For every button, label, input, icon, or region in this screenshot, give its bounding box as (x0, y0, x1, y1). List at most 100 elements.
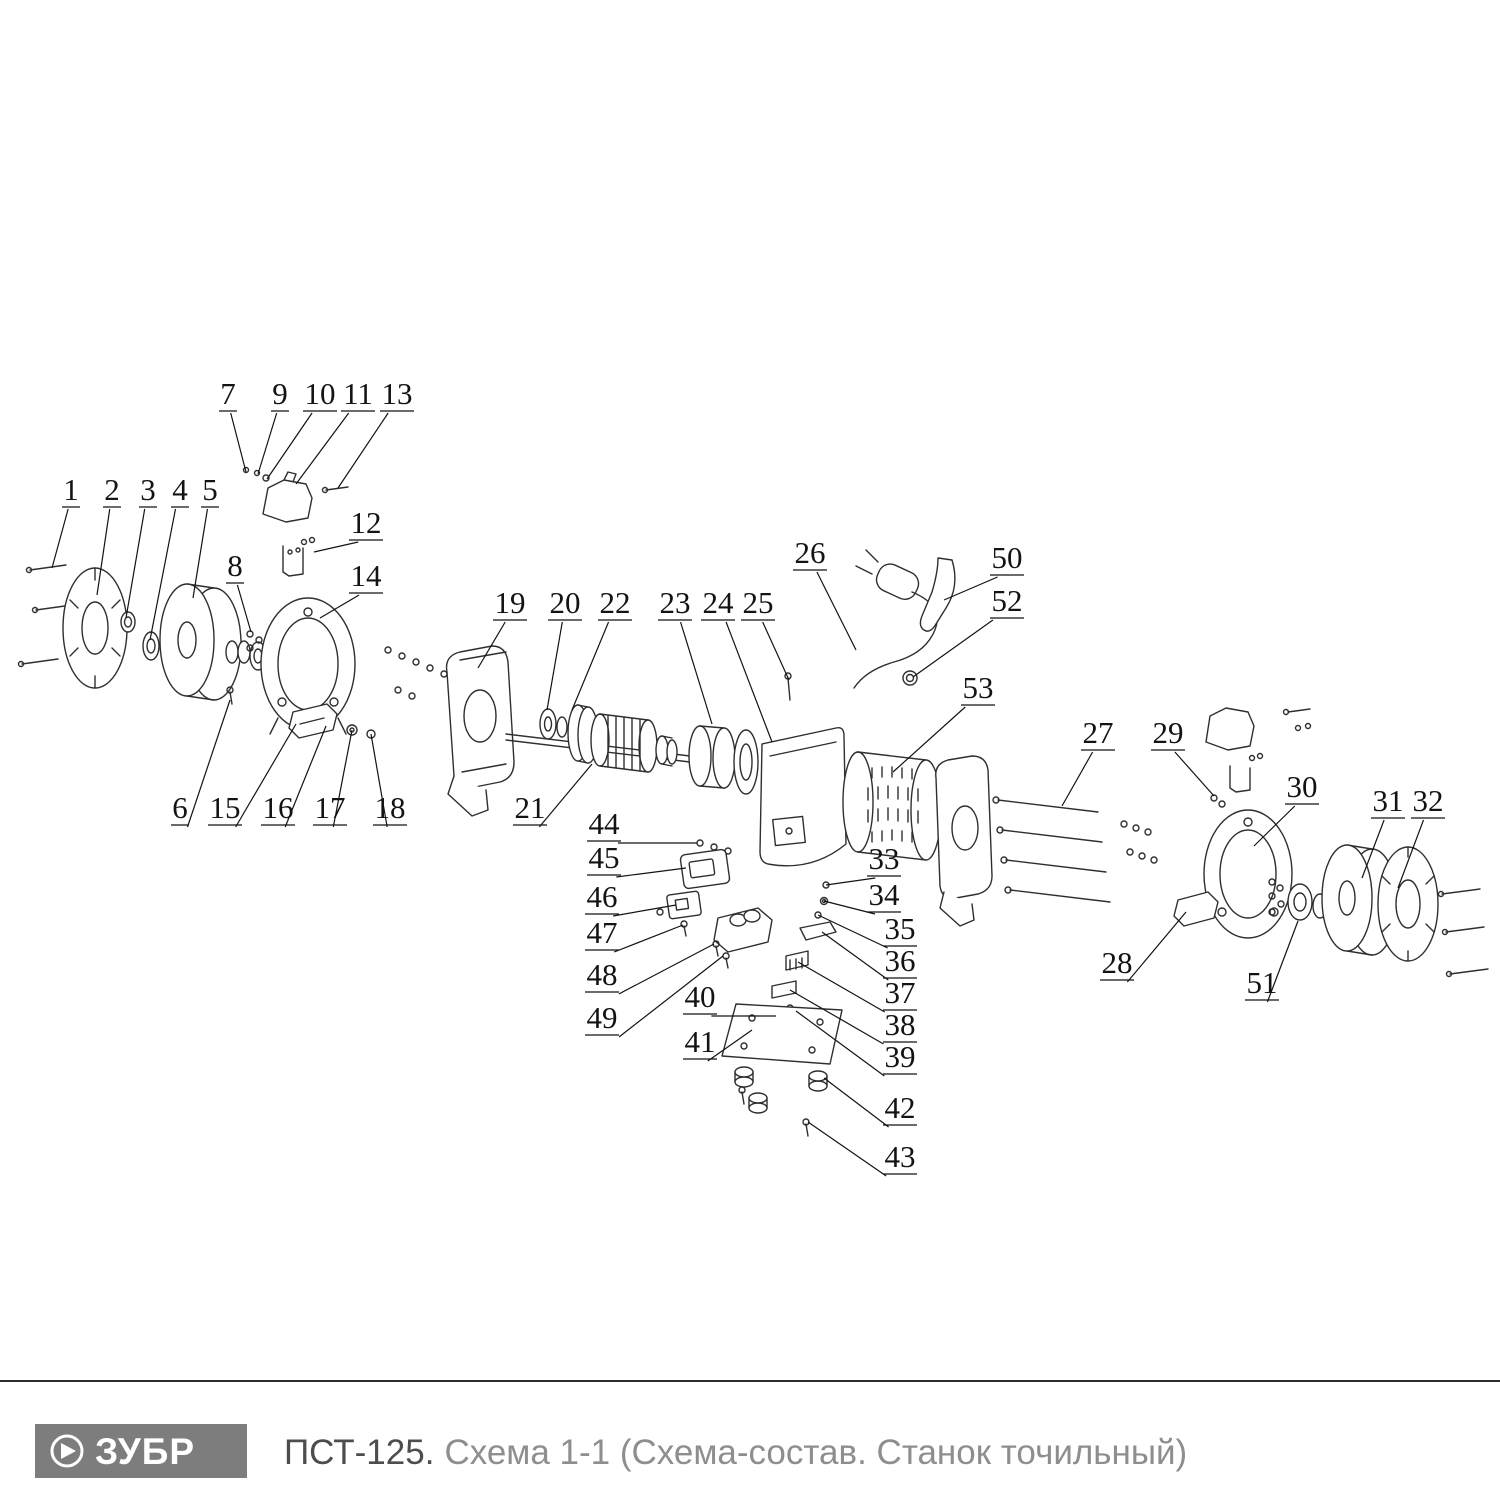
part-label-35: 35 (817, 911, 917, 949)
svg-text:32: 32 (1413, 783, 1444, 818)
stator (842, 751, 942, 861)
svg-text:4: 4 (172, 472, 188, 507)
svg-text:49: 49 (587, 1000, 618, 1035)
brand-name: ЗУБР (95, 1430, 196, 1472)
svg-text:18: 18 (375, 790, 406, 825)
diagram-subtitle: Схема 1-1 (Схема-состав. Станок точильны… (444, 1433, 1188, 1472)
part-label-33: 33 (825, 841, 901, 886)
svg-text:39: 39 (885, 1039, 916, 1074)
part-label-16: 16 (261, 725, 327, 828)
switch-assembly (656, 839, 773, 969)
svg-text:29: 29 (1153, 715, 1184, 750)
rubber-feet (734, 1066, 828, 1114)
svg-text:27: 27 (1083, 715, 1114, 750)
part-label-9: 9 (257, 376, 289, 475)
svg-text:8: 8 (227, 548, 243, 583)
part-label-3: 3 (125, 472, 157, 619)
part-label-13: 13 (337, 376, 414, 489)
part-label-18: 18 (370, 733, 407, 828)
part-label-4: 4 (149, 472, 189, 641)
part-label-44: 44 (587, 806, 697, 844)
part-label-48: 48 (585, 943, 715, 995)
left-grinding-wheel (159, 583, 242, 701)
part-label-42: 42 (823, 1077, 917, 1128)
part-label-45: 45 (587, 840, 687, 878)
part-label-24: 24 (701, 585, 773, 743)
right-spark-guard (1205, 707, 1312, 808)
svg-text:17: 17 (315, 790, 346, 825)
fastener-row-left (384, 646, 448, 700)
part-label-11: 11 (295, 376, 375, 485)
rotor-shaft-assembly (505, 704, 707, 773)
svg-text:44: 44 (589, 806, 621, 841)
svg-text:9: 9 (272, 376, 288, 411)
svg-text:38: 38 (885, 1007, 916, 1042)
svg-text:40: 40 (685, 979, 716, 1014)
svg-text:33: 33 (869, 841, 900, 876)
part-label-51: 51 (1245, 920, 1299, 1003)
part-label-8: 8 (226, 548, 252, 633)
svg-text:48: 48 (587, 957, 618, 992)
part-label-36: 36 (821, 931, 917, 981)
part-label-28: 28 (1100, 911, 1187, 983)
part-label-10: 10 (266, 376, 337, 480)
svg-text:2: 2 (104, 472, 120, 507)
part-label-12: 12 (313, 505, 383, 553)
svg-text:16: 16 (263, 790, 294, 825)
svg-text:25: 25 (743, 585, 774, 620)
diagram-title: ПСТ-125.Схема 1-1 (Схема-состав. Станок … (284, 1433, 1187, 1473)
part-label-43: 43 (807, 1121, 917, 1177)
part-label-25: 25 (741, 585, 790, 681)
part-label-20: 20 (546, 585, 582, 711)
shaft-bushings (688, 725, 759, 795)
part-label-22: 22 (571, 585, 632, 711)
part-label-21: 21 (513, 763, 593, 828)
part-label-50: 50 (943, 540, 1024, 601)
svg-text:23: 23 (660, 585, 691, 620)
part-label-37: 37 (797, 961, 917, 1013)
part-label-31: 31 (1361, 783, 1405, 879)
motor-housing (759, 672, 847, 867)
svg-text:6: 6 (172, 790, 188, 825)
part-label-53: 53 (892, 670, 995, 773)
part-label-27: 27 (1061, 715, 1115, 807)
part-label-23: 23 (658, 585, 713, 725)
svg-text:35: 35 (885, 911, 916, 946)
part-label-29: 29 (1151, 715, 1215, 797)
svg-text:1: 1 (63, 472, 79, 507)
right-wheel-guard (1203, 809, 1293, 939)
svg-text:13: 13 (382, 376, 413, 411)
svg-text:37: 37 (885, 975, 916, 1010)
svg-text:34: 34 (869, 877, 901, 912)
part-label-41: 41 (683, 1024, 753, 1062)
brand-logo: ЗУБР (35, 1424, 247, 1478)
svg-text:31: 31 (1373, 783, 1404, 818)
part-label-14: 14 (319, 558, 383, 619)
part-label-34: 34 (823, 877, 901, 915)
svg-text:14: 14 (351, 558, 383, 593)
svg-text:5: 5 (202, 472, 218, 507)
part-label-46: 46 (585, 879, 677, 917)
svg-text:42: 42 (885, 1090, 916, 1125)
svg-text:12: 12 (351, 505, 382, 540)
part-label-49: 49 (585, 955, 724, 1038)
part-label-30: 30 (1253, 769, 1319, 847)
part-label-19: 19 (477, 585, 527, 669)
part-label-7: 7 (219, 376, 247, 473)
svg-text:3: 3 (140, 472, 156, 507)
part-label-5: 5 (192, 472, 219, 599)
svg-text:30: 30 (1287, 769, 1318, 804)
svg-text:52: 52 (992, 583, 1023, 618)
brand-emblem-icon (50, 1434, 84, 1468)
part-label-47: 47 (585, 915, 684, 953)
svg-text:15: 15 (210, 790, 241, 825)
terminal-parts (771, 881, 837, 1016)
left-spark-guard (242, 466, 349, 523)
part-label-38: 38 (789, 989, 917, 1045)
svg-text:41: 41 (685, 1024, 716, 1059)
part-label-6: 6 (171, 699, 231, 828)
svg-text:19: 19 (495, 585, 526, 620)
power-cord (853, 549, 956, 689)
